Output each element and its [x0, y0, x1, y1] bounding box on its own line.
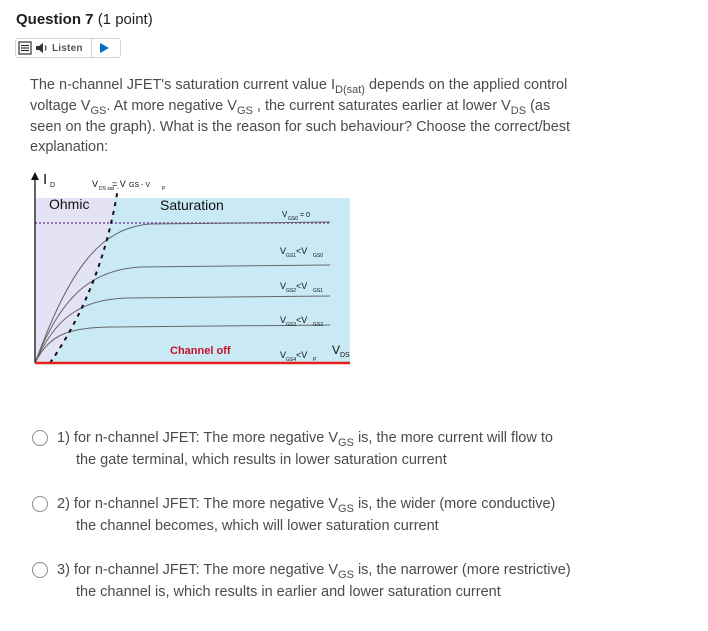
listen-widget[interactable]: Listen — [15, 38, 121, 58]
stem-sub: D(sat) — [335, 84, 365, 96]
play-icon[interactable] — [99, 43, 109, 53]
option-text: is, the more current will flow to — [353, 430, 553, 446]
option-3-line-1: 3) for n-channel JFET: The more negative… — [57, 560, 632, 582]
option-2-line-2: the channel becomes, which will lower sa… — [76, 518, 439, 534]
option-3-radio[interactable] — [32, 562, 48, 578]
channel-off-label: Channel off — [170, 345, 231, 357]
saturation-label: Saturation — [160, 197, 224, 213]
option-text: 3) for n-channel JFET: The more negative… — [57, 562, 339, 578]
x-axis-sub: DS — [340, 352, 350, 359]
vgs-vp-sub: P — [162, 186, 166, 192]
option-sub: GS — [338, 569, 354, 581]
vds-sat-sub: DS sat — [99, 186, 115, 192]
saturation-region — [50, 198, 350, 363]
option-text: 1) for n-channel JFET: The more negative… — [57, 430, 339, 446]
stem-sub: DS — [510, 105, 527, 117]
curve-vgs4-label: V — [280, 350, 286, 360]
x-axis-label: V — [332, 343, 340, 357]
stem-text: , the current saturates earlier at lower… — [252, 98, 511, 114]
curve-vgs3 — [34, 324, 331, 364]
stem-text: The n-channel JFET's saturation current … — [30, 77, 335, 93]
option-1-line-1: 1) for n-channel JFET: The more negative… — [57, 428, 632, 450]
vds-sat-boundary — [49, 187, 119, 364]
question-stem: The n-channel JFET's saturation current … — [30, 75, 630, 157]
jfet-characteristic-graph: I D V DS sat = V GS - V P Ohmic Saturati… — [31, 171, 350, 365]
curve-vgs1-sub: GS1 — [286, 253, 296, 259]
question-number: Question 7 — [16, 11, 94, 28]
curve-vgs1-label: V — [280, 246, 286, 256]
stem-line-1: The n-channel JFET's saturation current … — [30, 75, 630, 96]
listen-separator — [90, 39, 92, 57]
stem-line-3: seen on the graph). What is the reason f… — [30, 119, 571, 135]
stem-sub: GS — [236, 105, 253, 117]
curve-vgs3-sub2: GS2 — [313, 322, 323, 328]
curve-vgs1-mid: <V — [296, 246, 307, 256]
curve-vgs3-sub: GS3 — [286, 322, 296, 328]
option-1[interactable]: 1) for n-channel JFET: The more negative… — [32, 428, 632, 471]
option-sub: GS — [338, 503, 354, 515]
curve-vgs4-mid: <V — [296, 350, 307, 360]
y-axis-label: I — [43, 171, 47, 188]
option-3[interactable]: 3) for n-channel JFET: The more negative… — [32, 560, 632, 603]
question-title: Question 7 (1 point) — [16, 11, 153, 28]
curve-vgs1 — [34, 264, 331, 364]
curve-vgs0-label: V — [282, 210, 288, 219]
menu-icon[interactable] — [18, 41, 32, 55]
stem-text: . At more negative V — [106, 98, 237, 114]
stem-text: (as — [526, 98, 551, 114]
question-points: (1 point) — [97, 11, 153, 28]
stem-text: depends on the applied control — [364, 77, 568, 93]
curve-vgs4-sub2: P — [313, 357, 317, 363]
option-text: is, the narrower (more restrictive) — [353, 562, 571, 578]
curve-vgs2-sub2: GS1 — [313, 288, 323, 294]
curve-vgs3-mid: <V — [296, 315, 307, 325]
option-sub: GS — [338, 437, 354, 449]
curve-vgs3-label: V — [280, 315, 286, 325]
y-axis-sub: D — [50, 182, 55, 189]
option-text: is, the wider (more conductive) — [353, 496, 556, 512]
speaker-icon — [36, 43, 47, 53]
option-1-line-2: the gate terminal, which results in lowe… — [76, 452, 447, 468]
curve-vgs0 — [34, 221, 331, 364]
curve-vgs2-mid: <V — [296, 281, 307, 291]
option-2-radio[interactable] — [32, 496, 48, 512]
listen-label[interactable]: Listen — [52, 42, 83, 54]
stem-text: voltage V — [30, 98, 91, 114]
ohmic-label: Ohmic — [49, 196, 89, 212]
option-3-line-2: the channel is, which results in earlier… — [76, 584, 501, 600]
option-2-line-1: 2) for n-channel JFET: The more negative… — [57, 494, 632, 516]
stem-line-4: explanation: — [30, 139, 109, 155]
curve-vgs0-tail: = 0 — [300, 212, 310, 219]
vgs-vp-eq: = V — [112, 179, 126, 189]
option-text: 2) for n-channel JFET: The more negative… — [57, 496, 339, 512]
vgs-vp-tail: GS - V — [129, 182, 150, 189]
stem-line-2: voltage VGS. At more negative VGS , the … — [30, 96, 630, 117]
curve-vgs0-sub: GS0 — [288, 216, 298, 222]
stem-sub: GS — [90, 105, 107, 117]
curve-vgs2-sub: GS2 — [286, 288, 296, 294]
option-1-radio[interactable] — [32, 430, 48, 446]
curve-vgs2 — [34, 295, 331, 364]
curve-vgs2-label: V — [280, 281, 286, 291]
y-axis-arrow — [31, 172, 39, 180]
vds-sat-label: V — [92, 179, 98, 189]
curve-vgs4-sub: GS4 — [286, 357, 296, 363]
curve-vgs1-sub2: GS0 — [313, 253, 323, 259]
option-2[interactable]: 2) for n-channel JFET: The more negative… — [32, 494, 632, 537]
